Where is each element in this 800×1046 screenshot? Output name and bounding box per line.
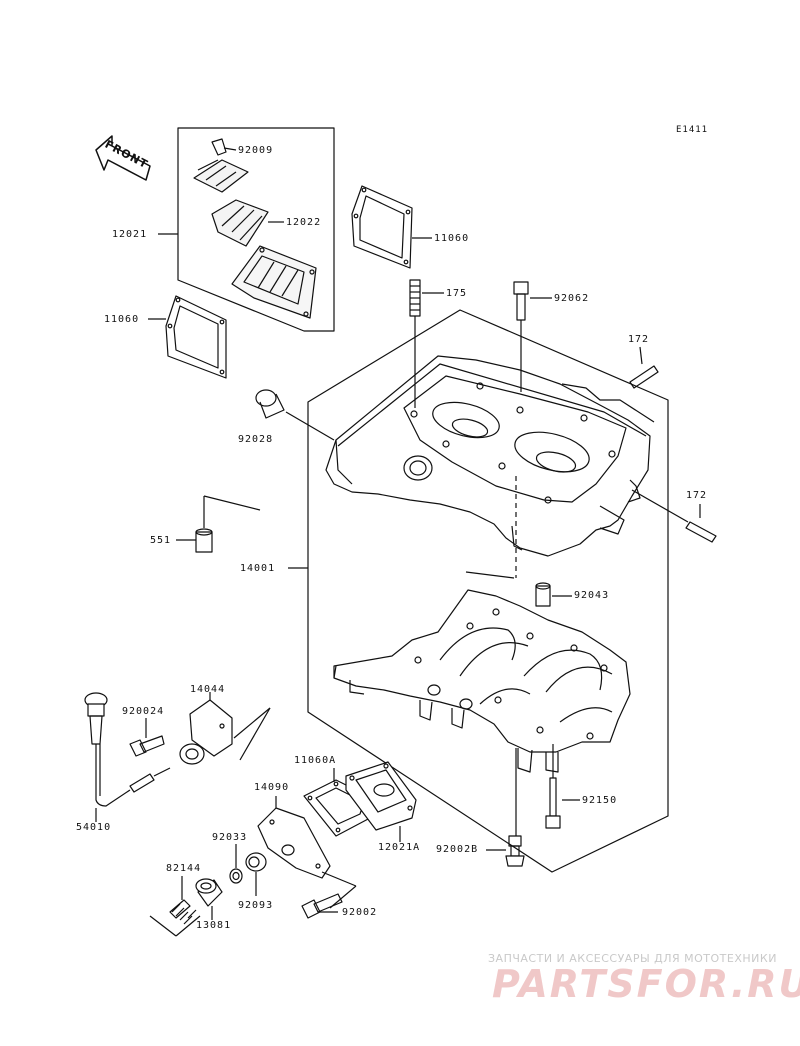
part-label-551: 551 <box>150 535 172 546</box>
watermark-tagline: ЗАПЧАСТИ И АКСЕССУАРЫ ДЛЯ МОТОТЕХНИКИ <box>488 952 777 965</box>
part-label-92062: 92062 <box>554 293 590 304</box>
cover-14044-icon <box>179 692 233 765</box>
part-label-92009: 92009 <box>238 145 274 156</box>
part-label-92002b: 92002B <box>436 844 479 855</box>
reed-valve-12021a-icon <box>345 761 417 842</box>
leader-14044-b <box>239 707 271 761</box>
leader-14044-a <box>233 707 271 739</box>
part-label-92150: 92150 <box>582 795 618 806</box>
cable-54010-icon <box>84 692 171 822</box>
part-label-54010: 54010 <box>76 822 112 833</box>
dowel-551-icon <box>176 495 261 553</box>
part-label-11060-lower: 11060 <box>104 314 140 325</box>
part-label-92043: 92043 <box>574 590 610 601</box>
front-arrow-icon <box>95 135 151 181</box>
leader-82144-a <box>149 915 177 937</box>
part-label-14001: 14001 <box>240 563 276 574</box>
part-label-12022: 12022 <box>286 217 322 228</box>
part-label-12021a: 12021A <box>378 842 421 853</box>
upper-crankcase-icon <box>325 355 655 557</box>
washer-92033-icon <box>229 844 243 884</box>
part-label-92002: 92002 <box>342 907 378 918</box>
part-label-11060a: 11060A <box>294 755 337 766</box>
reed-cage-icon <box>231 245 317 319</box>
screw-92009-icon <box>211 138 237 156</box>
stud-175-icon <box>409 279 444 408</box>
diagram-code: E1411 <box>676 125 709 135</box>
stud-172-lower-icon <box>631 489 717 543</box>
bolt-92002-icon <box>301 893 343 919</box>
bolt-92150-icon <box>545 744 580 829</box>
sleeve-13081-icon <box>195 878 223 920</box>
gasket-11060-upper-icon <box>351 185 432 269</box>
part-label-175: 175 <box>446 288 468 299</box>
gasket-11060-lower-icon <box>148 295 227 379</box>
part-label-92093: 92093 <box>238 900 274 911</box>
part-label-92028: 92028 <box>238 434 274 445</box>
part-label-92033: 92033 <box>212 832 248 843</box>
part-label-12021: 12021 <box>112 229 148 240</box>
part-label-13081: 13081 <box>196 920 232 931</box>
bolt-92062-icon <box>513 281 552 392</box>
part-label-172-upper: 172 <box>628 334 650 345</box>
reed-stopper-icon <box>193 159 249 193</box>
part-label-82144: 82144 <box>166 863 202 874</box>
part-label-11060-upper: 11060 <box>434 233 470 244</box>
reed-petals-icon <box>211 199 284 247</box>
reed-valve-box <box>177 127 335 332</box>
bolt-920024-icon <box>129 718 165 757</box>
watermark-brand: PARTSFOR.RU <box>492 962 800 1006</box>
seal-92093-icon <box>245 852 267 896</box>
cover-14090-icon <box>257 796 331 879</box>
lower-crankcase-icon <box>333 589 631 836</box>
leader-14090 <box>321 871 357 887</box>
spring-82144-icon <box>169 876 197 925</box>
leader-82144-b <box>175 915 201 937</box>
plug-92028-icon <box>255 389 335 441</box>
dowel-92043-icon <box>535 582 572 607</box>
crankcase-frame <box>307 309 669 873</box>
part-label-14044: 14044 <box>190 684 226 695</box>
part-label-172-lower: 172 <box>686 490 708 501</box>
leader-92002 <box>329 885 357 909</box>
crank-indicator-line <box>465 571 515 579</box>
part-label-920024: 920024 <box>122 706 165 717</box>
bolt-92002b-icon <box>486 835 525 867</box>
stud-172-upper-icon <box>629 346 659 389</box>
part-label-14090: 14090 <box>254 782 290 793</box>
